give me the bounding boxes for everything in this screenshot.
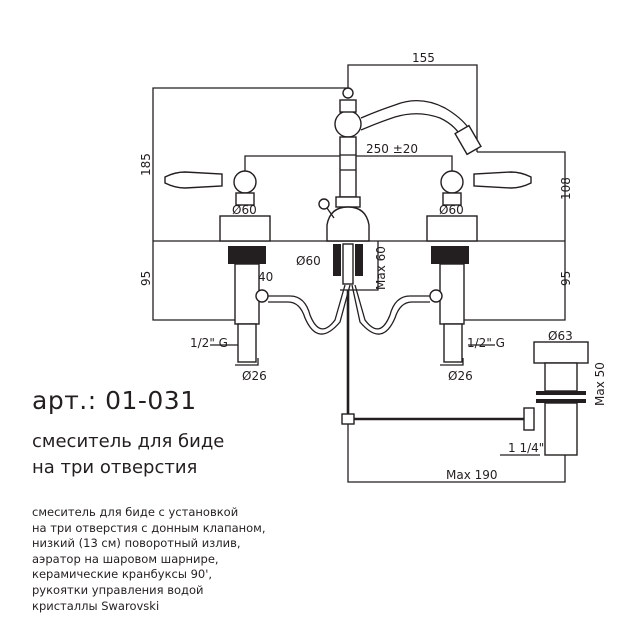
center-shank: [333, 243, 363, 285]
dim-handle-base-left: Ø60: [232, 203, 257, 217]
dim-thread-right: 1/2" G: [467, 336, 505, 350]
spout: [318, 87, 482, 242]
dim-spout-height: 108: [559, 177, 573, 200]
dim-shank-right: Ø26: [448, 369, 473, 383]
article-number: арт.: 01-031: [32, 386, 197, 415]
dim-drain-reach: Max 190: [446, 468, 498, 482]
dim-below-deck-right: 95: [559, 271, 573, 286]
right-valve: [351, 170, 532, 363]
product-description: смеситель для биде с установкой на три о…: [32, 505, 266, 614]
drain-valve: [341, 341, 589, 456]
description-line: на три отверстия с донным клапаном,: [32, 520, 266, 535]
product-title: смеситель для биде на три отверстия: [32, 429, 224, 481]
description-line: рукоятки управления водой: [32, 582, 204, 597]
dim-total-height: 185: [139, 153, 153, 176]
dim-max-deck: Max 60: [374, 246, 388, 290]
dim-spacing: 250 ±20: [366, 142, 418, 156]
description-line: смеситель для биде с установкой: [32, 505, 239, 519]
dim-shank-left: Ø26: [242, 369, 267, 383]
dim-spout-reach: 155: [412, 51, 435, 65]
description-line: аэратор на шаровом шарнире,: [32, 551, 219, 566]
dim-handle-base-right: Ø60: [439, 203, 464, 217]
dim-spout-base: Ø60: [296, 254, 321, 268]
dim-inlet-offset: 40: [258, 270, 273, 284]
description-line: керамические кранбуксы 90',: [32, 567, 213, 582]
title-line: смеситель для биде: [32, 431, 225, 452]
dim-drain-max: Max 50: [593, 362, 607, 406]
dim-below-deck-left: 95: [139, 271, 153, 286]
description-line: кристаллы Swarovski: [32, 598, 160, 613]
dim-thread-left: 1/2" G: [190, 336, 228, 350]
description-line: низкий (13 см) поворотный излив,: [32, 536, 241, 551]
dim-drain-head: Ø63: [548, 329, 573, 343]
left-valve: [164, 170, 351, 363]
title-line: на три отверстия: [32, 457, 198, 478]
dim-drain-thread: 1 1/4": [508, 441, 544, 455]
